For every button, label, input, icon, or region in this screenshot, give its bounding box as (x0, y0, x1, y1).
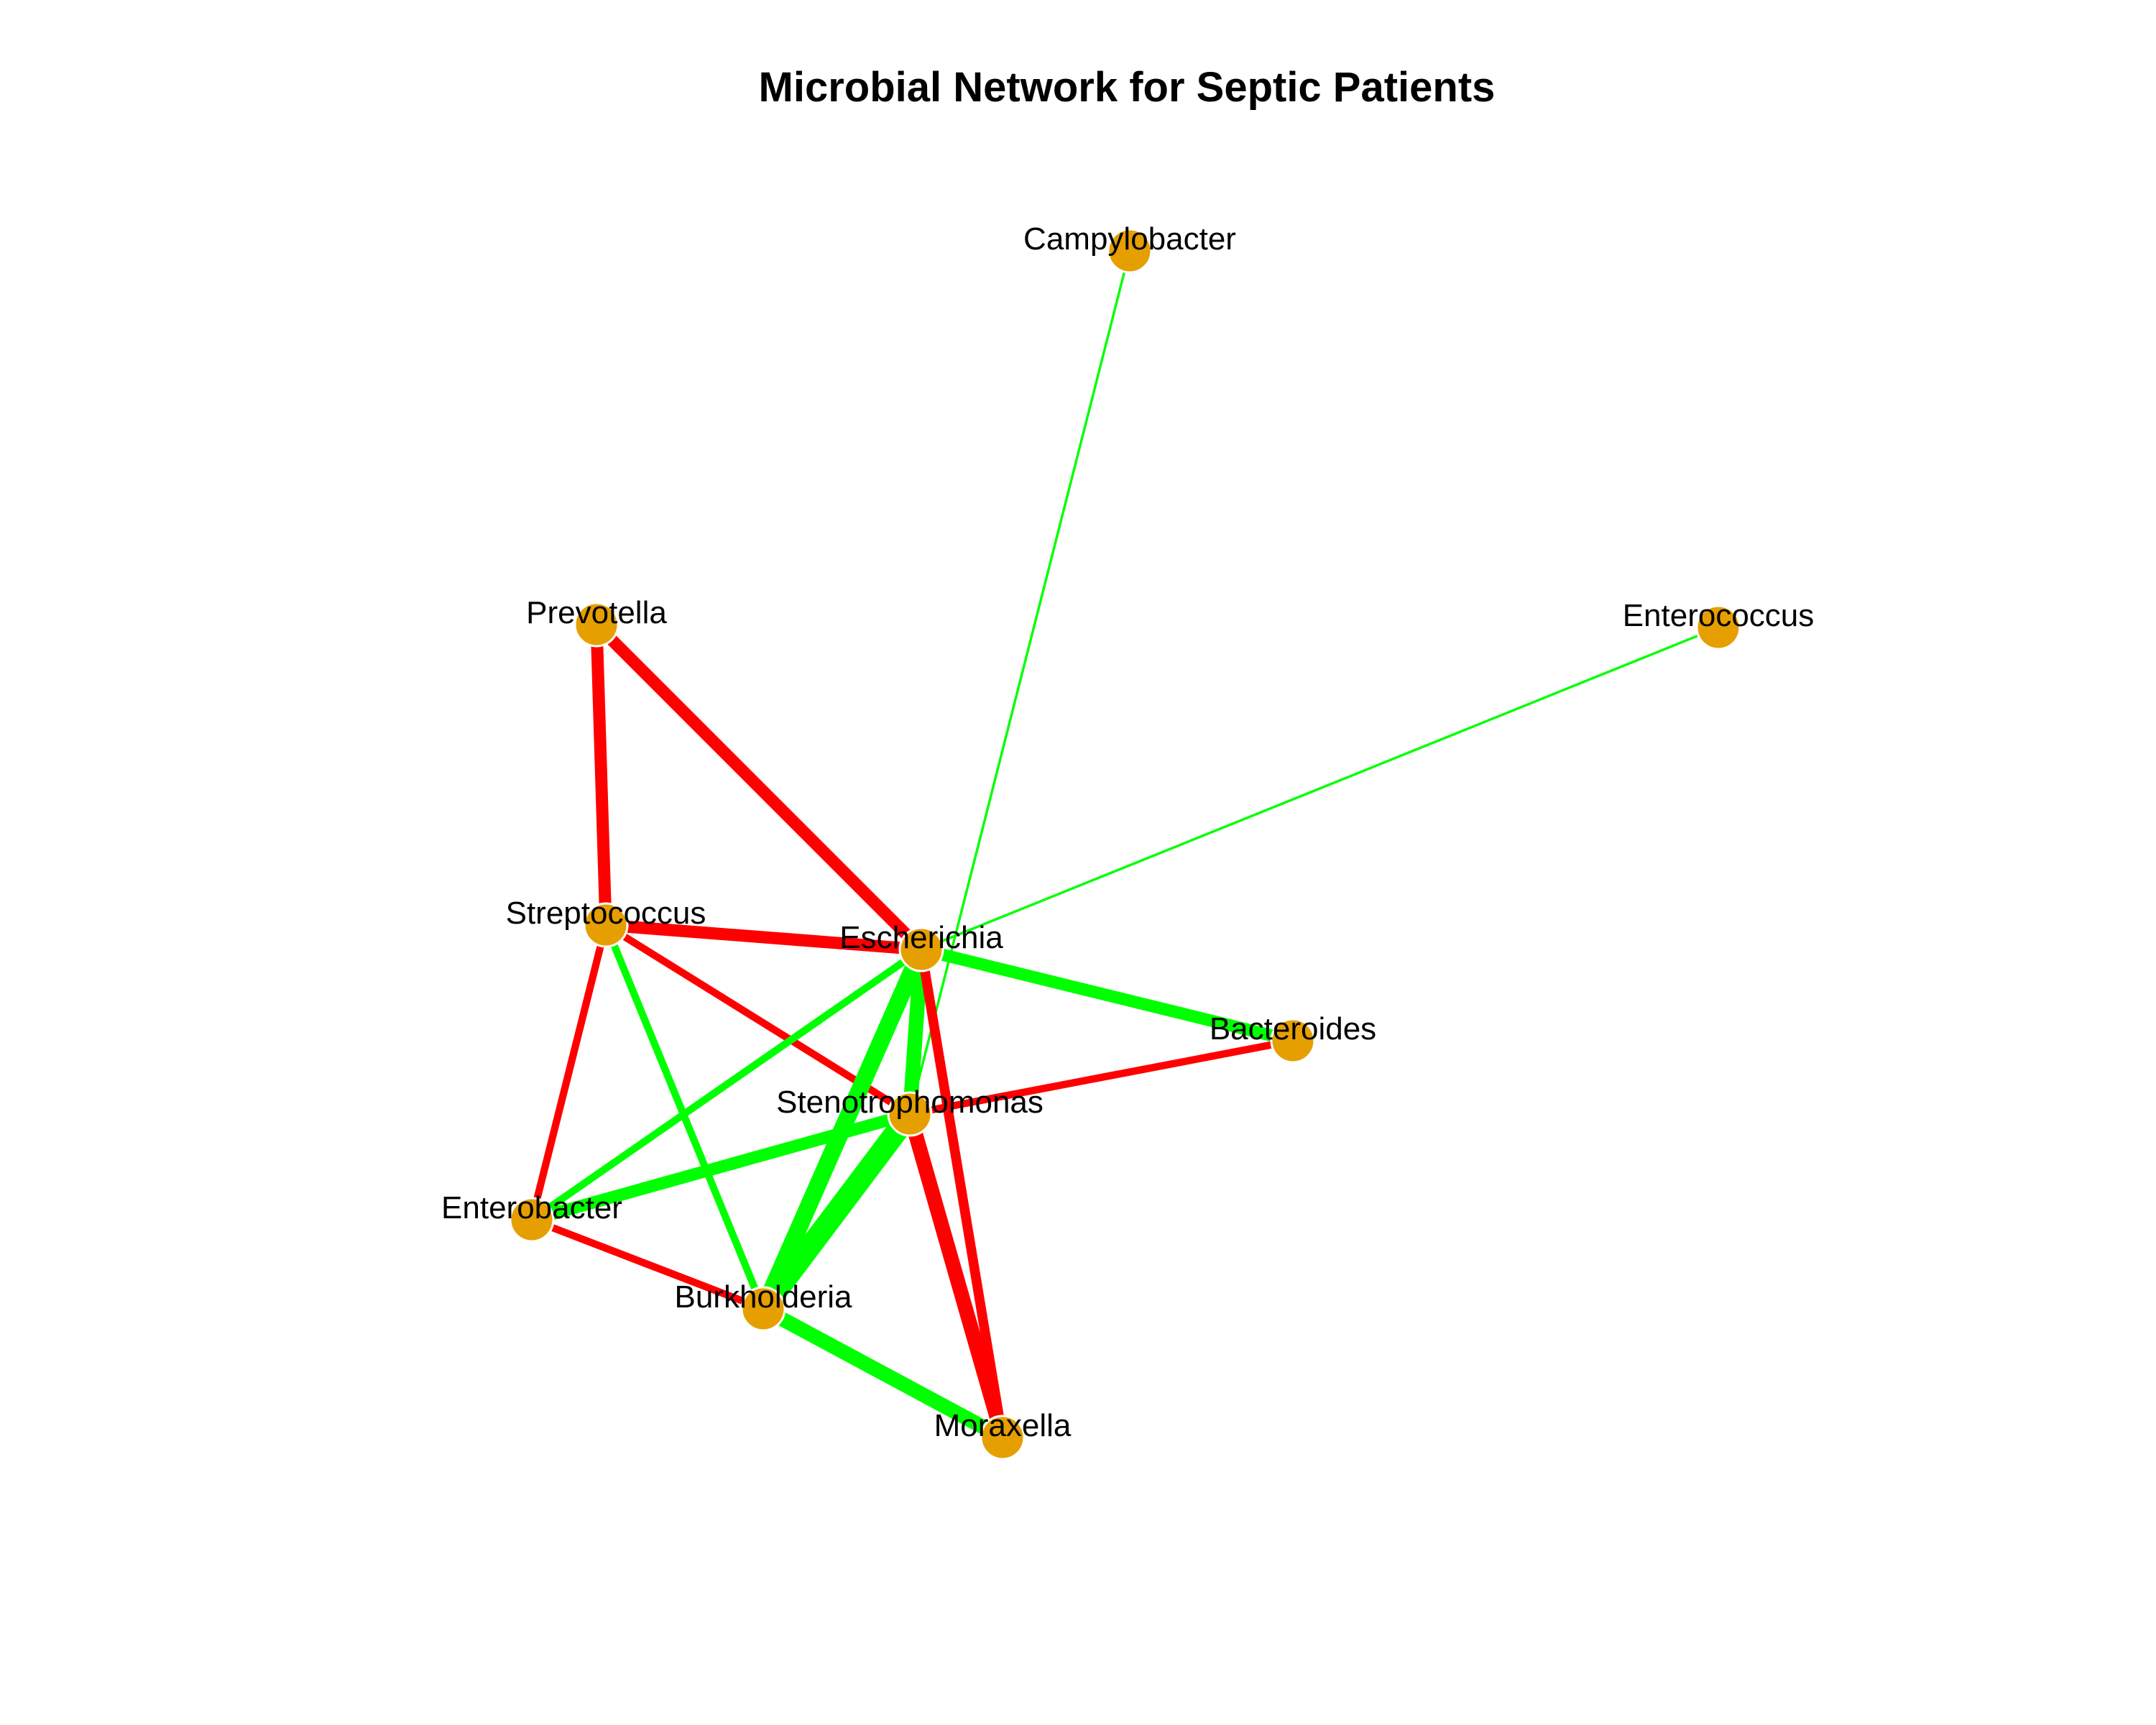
node-streptococcus (583, 902, 629, 948)
node-label-campylobacter: Campylobacter (1023, 221, 1236, 257)
node-label-prevotella: Prevotella (526, 595, 667, 630)
node-label-stenotrophomonas: Stenotrophomonas (776, 1085, 1044, 1120)
edge-stenotrophomonas-burkholderia (754, 1107, 919, 1316)
edge-prevotella-escherichia (591, 620, 926, 954)
node-label-escherichia: Escherichia (839, 920, 1003, 955)
node-label-burkholderia: Burkholderia (674, 1279, 852, 1315)
chart-title: Microbial Network for Septic Patients (758, 64, 1496, 111)
edge-prevotella-streptococcus (590, 624, 612, 926)
node-burkholderia (740, 1286, 786, 1332)
edge-bacteroides-stenotrophomonas (909, 1036, 1294, 1118)
node-label-streptococcus: Streptococcus (506, 896, 706, 931)
edge-stenotrophomonas-enterobacter (530, 1108, 912, 1226)
edge-escherichia-enterobacter (530, 946, 923, 1223)
node-prevotella (573, 602, 619, 648)
node-bacteroides (1270, 1018, 1316, 1064)
edge-stenotrophomonas-moraxella (903, 1112, 1010, 1440)
node-label-enterococcus: Enterococcus (1623, 598, 1815, 633)
node-moraxella (980, 1414, 1026, 1460)
edge-escherichia-moraxella (916, 948, 1008, 1439)
node-label-bacteroides: Bacteroides (1210, 1011, 1376, 1046)
edge-streptococcus-escherichia (605, 919, 922, 956)
edge-escherichia-stenotrophomonas (902, 949, 929, 1115)
node-campylobacter (1107, 228, 1153, 274)
node-label-moraxella: Moraxella (934, 1408, 1072, 1443)
edge-streptococcus-enterobacter (528, 924, 609, 1221)
node-enterococcus (1695, 604, 1741, 650)
node-escherichia (898, 926, 944, 972)
edge-enterobacter-burkholderia (530, 1216, 765, 1312)
node-enterobacter (509, 1197, 555, 1243)
edge-enterococcus-escherichia (921, 626, 1719, 951)
nodes-layer (509, 228, 1741, 1460)
node-label-enterobacter: Enterobacter (441, 1190, 622, 1225)
edge-escherichia-bacteroides (919, 943, 1295, 1047)
edges-layer (528, 250, 1719, 1444)
node-stenotrophomonas (887, 1091, 933, 1137)
edge-campylobacter-stenotrophomonas (908, 250, 1131, 1115)
edge-burkholderia-moraxella (760, 1302, 1006, 1444)
